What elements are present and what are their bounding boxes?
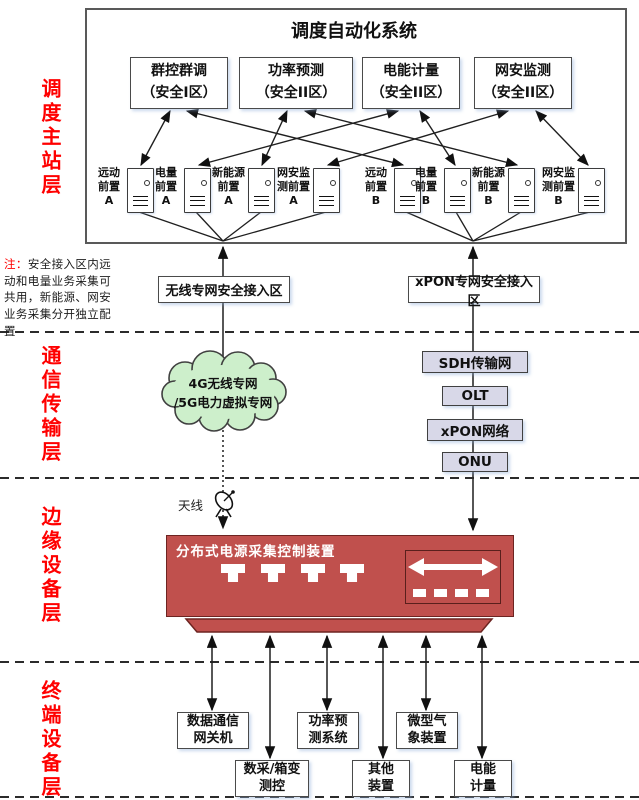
access-zone-wireless: 无线专网安全接入区 <box>158 276 290 303</box>
server-icon <box>444 168 471 213</box>
function-zone: （安全II区） <box>482 85 564 101</box>
server-icon <box>578 168 605 213</box>
function-box-cybersecurity: 网安监测 （安全II区） <box>474 57 572 109</box>
function-box-energy-metering: 电能计量 （安全II区） <box>362 57 460 109</box>
function-zone: （安全I区） <box>141 85 217 101</box>
node-sdh-network: SDH传输网 <box>422 351 528 373</box>
main-station-box <box>85 8 627 244</box>
function-box-power-forecast: 功率预测 （安全II区） <box>239 57 353 109</box>
main-station-title: 调度自动化系统 <box>291 21 417 42</box>
terminal-energy-metering: 电能计量 <box>454 760 512 797</box>
layer-label-communication: 通信传输层 <box>38 345 62 465</box>
cloud-line2: /5G电力虚拟专网 <box>173 395 273 411</box>
device-base <box>184 618 494 633</box>
device-indicator <box>455 589 468 597</box>
device-indicator <box>413 589 426 597</box>
function-name: 网安监测 <box>495 63 551 80</box>
node-xpon-network: xPON网络 <box>427 419 523 441</box>
note-body: 安全接入区内远动和电量业务采集可共用，新能源、网安业务采集分开独立配置 <box>4 257 112 338</box>
server-icon <box>313 168 340 213</box>
terminal-data-gateway: 数据通信网关机 <box>177 712 249 749</box>
device-indicator <box>476 589 489 597</box>
terminal-data-acquisition: 数采/箱变测控 <box>235 760 309 797</box>
terminal-micro-weather: 微型气象装置 <box>396 712 458 749</box>
server-converge-lines <box>138 211 591 242</box>
cloud-shape <box>161 350 287 432</box>
antenna-label: 天线 <box>178 498 204 513</box>
device-port-icon <box>261 564 285 582</box>
edge-device-box: 分布式电源采集控制装置 <box>166 535 514 617</box>
device-port-icon <box>340 564 364 582</box>
device-comm-panel <box>405 550 501 604</box>
terminal-power-forecast-system: 功率预测系统 <box>297 712 359 749</box>
double-arrow-icon <box>408 558 498 576</box>
layer-separator-lines <box>0 331 639 798</box>
function-name: 群控群调 <box>151 63 207 80</box>
function-zone: （安全II区） <box>370 85 452 101</box>
server-icon <box>184 168 211 213</box>
device-port-icon <box>301 564 325 582</box>
function-name: 电能计量 <box>383 63 439 80</box>
function-box-cluster-control: 群控群调 （安全I区） <box>130 57 228 109</box>
antenna-icon <box>214 490 235 518</box>
layer-label-terminal: 终端设备层 <box>38 680 62 800</box>
server-icon <box>508 168 535 213</box>
access-zone-links <box>217 245 479 532</box>
server-icon <box>394 168 421 213</box>
terminal-other-devices: 其他装置 <box>352 760 410 797</box>
crosslink-arrows <box>140 108 589 168</box>
terminal-arrows <box>206 634 488 760</box>
server-icon <box>127 168 154 213</box>
layer-label-edge: 边缘设备层 <box>38 506 62 626</box>
note-prefix: 注： <box>4 257 28 271</box>
cloud-line1: 4G无线专网 <box>188 376 258 391</box>
node-onu: ONU <box>442 452 508 472</box>
access-zone-xpon: xPON专网安全接入区 <box>408 275 540 309</box>
node-olt: OLT <box>442 386 508 406</box>
note-text: 注：安全接入区内远动和电量业务采集可共用，新能源、网安业务采集分开独立配置 <box>4 256 114 339</box>
function-zone: （安全II区） <box>255 85 337 101</box>
cloud-4g-5g-network: 4G无线专网 /5G电力虚拟专网 <box>153 374 293 413</box>
device-port-icon <box>221 564 245 582</box>
function-name: 功率预测 <box>268 63 324 80</box>
edge-device-title: 分布式电源采集控制装置 <box>176 544 336 560</box>
layer-label-dispatch: 调度主站层 <box>38 78 62 198</box>
device-indicator <box>434 589 447 597</box>
server-icon <box>248 168 275 213</box>
